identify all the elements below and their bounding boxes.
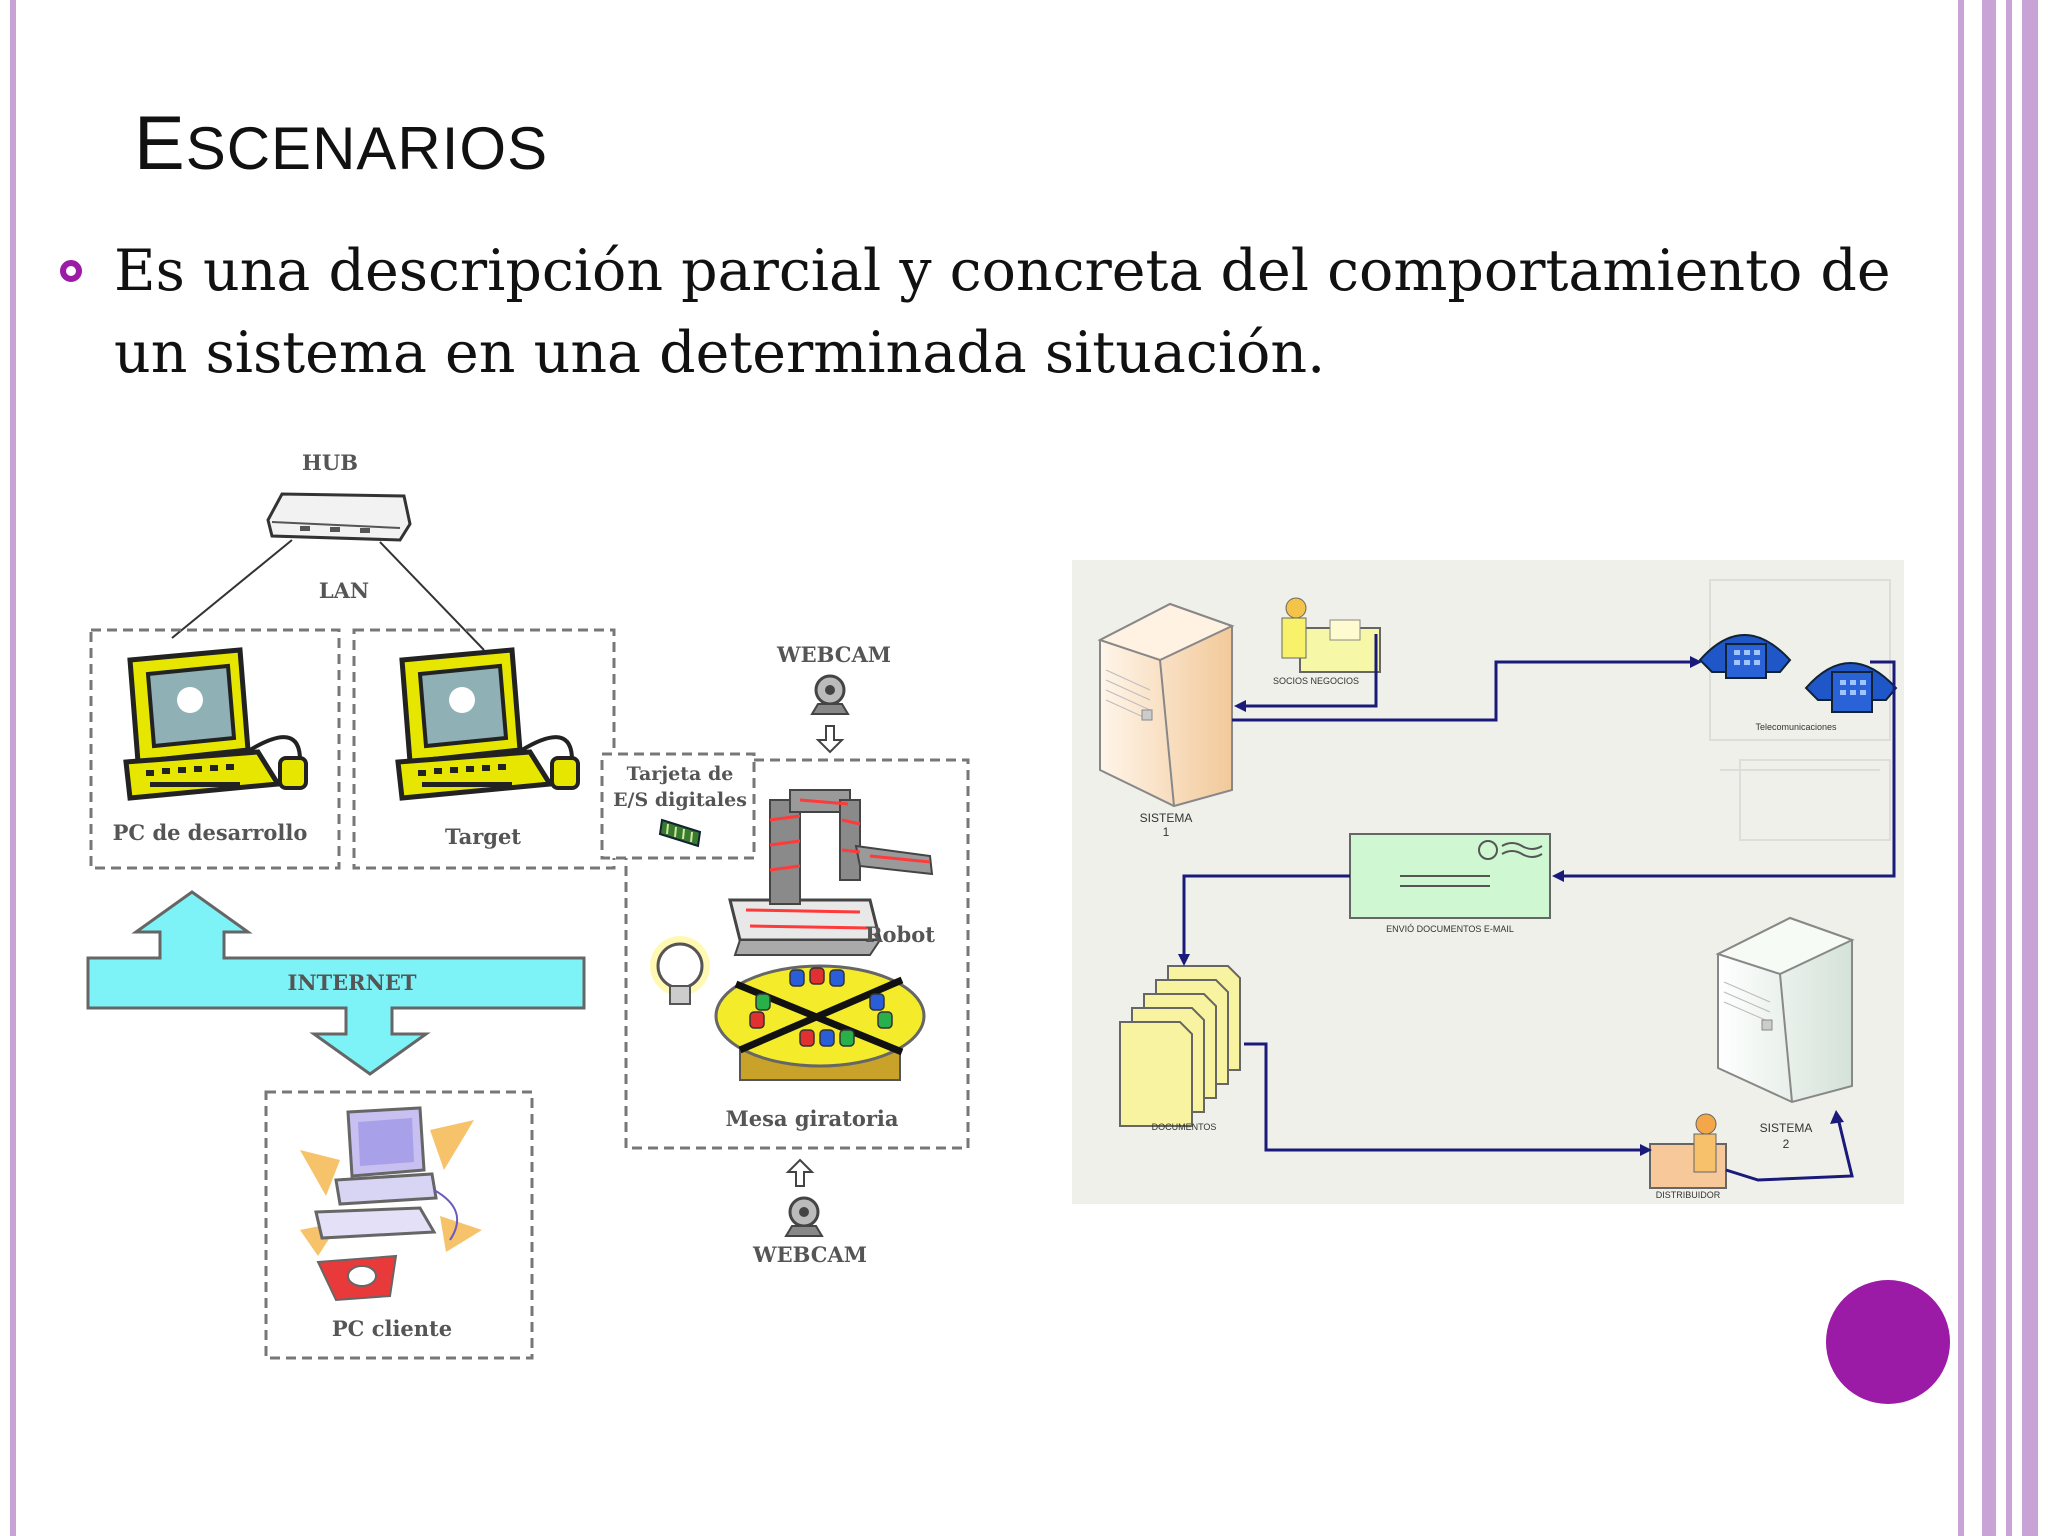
target-computer-icon <box>395 647 580 801</box>
documentos-label: DOCUMENTOS <box>1152 1122 1217 1132</box>
telecom-label: Telecomunicaciones <box>1755 722 1837 732</box>
lan-link-left <box>171 539 293 639</box>
socios-label: SOCIOS NEGOCIOS <box>1273 676 1359 686</box>
right-stripe-1 <box>1958 0 1964 1536</box>
telephone-icon-1 <box>1698 634 1792 679</box>
pc-client-label: PC cliente <box>332 1316 452 1341</box>
webcam-bottom-icon <box>784 1196 824 1237</box>
right-stripe-2 <box>1982 0 1996 1536</box>
io-card-label-2: E/S digitales <box>613 789 747 811</box>
right-stripe-3 <box>2006 0 2012 1536</box>
pc-dev-label: PC de desarrollo <box>113 820 308 845</box>
right-stripe-4 <box>2022 0 2038 1536</box>
sistema-1-label-a: SISTEMA <box>1140 811 1193 825</box>
left-border-stripe <box>10 0 16 1536</box>
webcam-bottom-label: WEBCAM <box>752 1242 867 1267</box>
arrow-down-icon <box>815 725 845 754</box>
right-business-diagram: SISTEMA 1 SOCIOS NEGOCIOS Telecomu <box>1072 560 1904 1204</box>
io-card-label-1: Tarjeta de <box>627 763 734 785</box>
server-2-icon <box>1715 916 1855 1104</box>
email-label: ENVIÓ DOCUMENTOS E-MAIL <box>1386 924 1514 934</box>
documents-stack-icon <box>1119 965 1241 1127</box>
turntable-icon <box>714 964 926 1081</box>
flow-arrowheads <box>1178 656 1844 1156</box>
turntable-label: Mesa giratoria <box>725 1106 898 1131</box>
sistema-2-label-a: SISTEMA <box>1760 1121 1813 1135</box>
bullet-ring-icon <box>60 260 82 282</box>
sistema-2-label-b: 2 <box>1783 1137 1790 1151</box>
slide-title: ESCENARIOS <box>134 101 549 186</box>
sistema-1-label-b: 1 <box>1163 825 1170 839</box>
target-label: Target <box>445 824 521 849</box>
email-envelope-icon <box>1349 833 1551 919</box>
bullet-text: Es una descripción parcial y concreta de… <box>114 238 1891 386</box>
pc-client-computer-icon <box>300 1106 482 1302</box>
target-box <box>352 628 616 870</box>
pc-dev-box <box>89 628 341 870</box>
hub-label: HUB <box>302 450 358 475</box>
flow-connectors <box>1182 634 1896 1182</box>
server-1-icon <box>1097 602 1235 808</box>
robot-station-box <box>624 758 970 1150</box>
lan-link-right <box>379 541 485 651</box>
light-bulb-icon <box>650 936 710 1005</box>
webcam-top-label: WEBCAM <box>776 642 891 667</box>
telephone-icon-2 <box>1804 662 1898 713</box>
internet-arrow <box>86 890 586 1076</box>
accent-circle <box>1826 1280 1950 1404</box>
pc-dev-computer-icon <box>123 647 308 801</box>
distribuidor-label: DISTRIBUIDOR <box>1656 1190 1721 1200</box>
webcam-top-icon <box>810 674 850 715</box>
robot-label: Robot <box>865 922 935 947</box>
distributor-icon <box>1649 1113 1727 1189</box>
business-partner-icon <box>1281 597 1381 673</box>
robot-arm-icon <box>728 789 934 956</box>
left-network-diagram: HUB LAN PC de desarroll <box>86 450 970 1360</box>
hub-icon <box>266 492 412 542</box>
pc-client-box <box>264 1090 534 1360</box>
internet-label: INTERNET <box>288 970 417 995</box>
arrow-up-icon <box>785 1158 815 1187</box>
lan-label: LAN <box>319 578 369 603</box>
io-card-chip-icon <box>658 818 702 848</box>
